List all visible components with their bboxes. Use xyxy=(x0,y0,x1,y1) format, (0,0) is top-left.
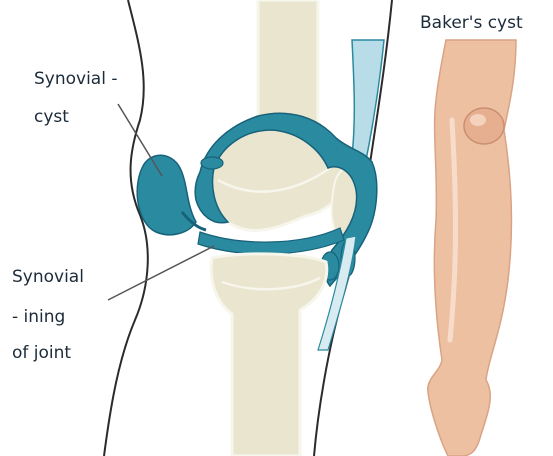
label-bakers-cyst: Baker's cyst xyxy=(420,13,523,33)
leader-line-synovial-lining xyxy=(108,246,214,300)
knee-section xyxy=(104,0,392,456)
leg xyxy=(428,40,516,456)
synovial-cyst xyxy=(137,155,196,235)
leg-illustration xyxy=(428,40,516,456)
label-synovial-cyst-line2: cyst xyxy=(34,107,69,127)
synovial-pocket-top xyxy=(201,157,223,169)
label-synovial-lining-line3: of joint xyxy=(12,343,71,363)
joint-space-lining xyxy=(198,228,344,254)
leader-line-synovial-cyst xyxy=(118,104,162,176)
label-synovial-lining-line2: - ining xyxy=(12,307,65,327)
bakers-cyst-highlight xyxy=(470,114,486,126)
label-synovial-lining-line1: Synovial xyxy=(12,267,84,287)
label-synovial-cyst-line1: Synovial - xyxy=(34,69,118,89)
bakers-cyst-bulge xyxy=(464,108,504,144)
